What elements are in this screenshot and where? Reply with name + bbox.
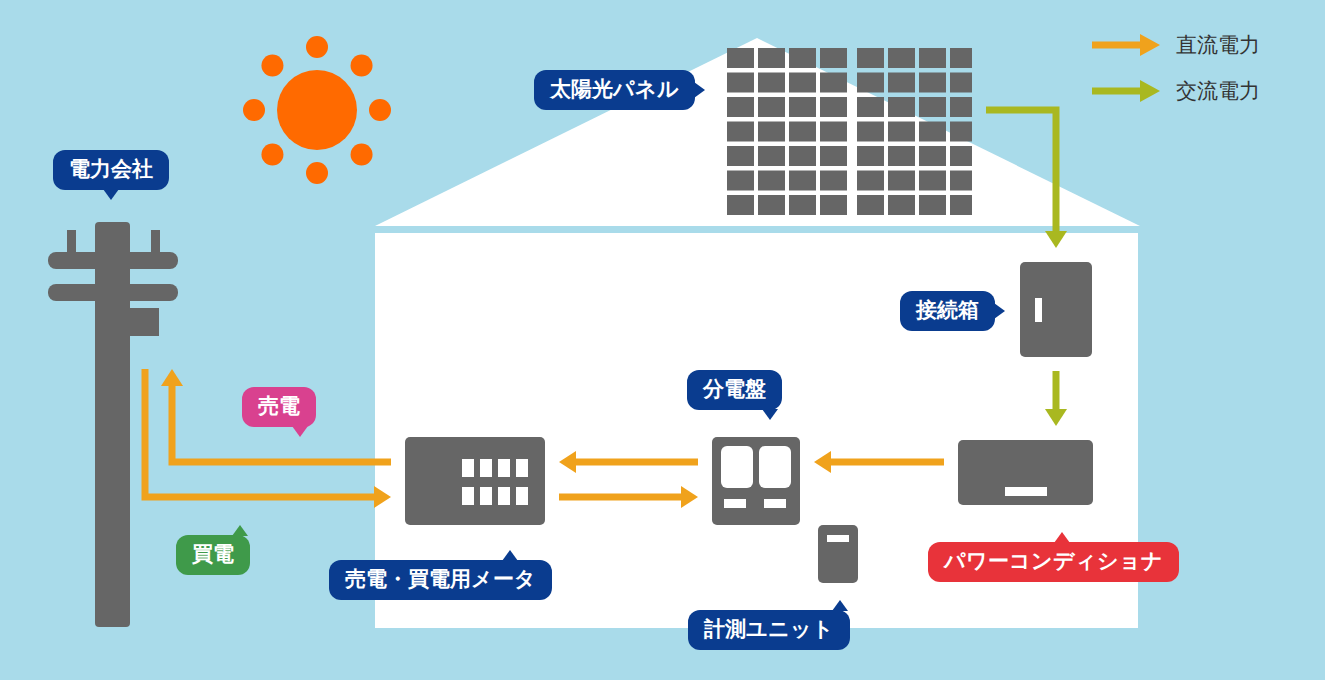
callout-pointer (1054, 532, 1070, 543)
callout-pointer (694, 82, 705, 98)
solar-panel: 太陽光パネル (727, 48, 972, 218)
arrow-head (374, 486, 391, 508)
power-flow-arrow (814, 451, 944, 473)
arrow-line (145, 369, 376, 497)
legend: 直流電力交流電力 (1090, 22, 1260, 114)
distribution-board: 分電盤 (712, 437, 800, 525)
callout-pointer (502, 550, 518, 561)
arrow-line (829, 459, 944, 466)
junction-box: 接続箱 (1020, 262, 1092, 357)
power-flow-arrow (161, 369, 391, 462)
edge-label-text: 買電 (192, 542, 234, 566)
legend-swatch (1090, 32, 1162, 58)
legend-row: 直流電力 (1090, 22, 1260, 68)
measurement-unit-icon (818, 525, 858, 583)
arrow-head (814, 451, 831, 473)
callout-label: 計測ユニット (688, 610, 850, 649)
power-flow-arrow (986, 110, 1067, 248)
callout-pointer (762, 409, 778, 420)
label-text: パワーコンディショナ (944, 549, 1163, 573)
callout-label: 電力会社 (53, 150, 169, 189)
legend-text: 直流電力 (1176, 31, 1260, 59)
arrow-head (681, 486, 698, 508)
utility-pole-icon (45, 222, 180, 627)
edge-label-text: 売電 (258, 394, 300, 418)
label-text: 売電・買電用メータ (345, 567, 536, 591)
arrow-line (1053, 371, 1060, 411)
label-text: 分電盤 (703, 377, 766, 401)
house-roof (375, 38, 1140, 226)
label-text: 接続箱 (916, 298, 979, 322)
legend-swatch (1090, 78, 1162, 104)
edge-label: 買電 (176, 535, 250, 574)
arrow-head (559, 451, 576, 473)
edge-label: 売電 (242, 387, 316, 426)
arrow-head (161, 369, 183, 386)
solar-panel-icon (727, 48, 972, 218)
callout-label: 売電・買電用メータ (329, 560, 552, 599)
label-text: 電力会社 (69, 157, 153, 181)
power-conditioner: パワーコンディショナ (958, 440, 1093, 505)
utility-pole: 電力会社 (45, 222, 180, 627)
arrow-head (1045, 409, 1067, 426)
label-text: 太陽光パネル (550, 77, 679, 101)
sun (243, 36, 391, 184)
legend-text: 交流電力 (1176, 77, 1260, 105)
arrow-line (986, 110, 1056, 233)
power-flow-arrow (145, 369, 391, 508)
power-conditioner-icon (958, 440, 1093, 505)
callout-pointer (832, 600, 848, 611)
arrow-head (1045, 231, 1067, 248)
measurement-unit: 計測ユニット (818, 525, 858, 583)
callout-label: 分電盤 (687, 370, 782, 409)
arrow-line (574, 459, 698, 466)
meter-icon (405, 437, 545, 525)
junction-box-icon (1020, 262, 1092, 357)
callout-pointer (103, 189, 119, 200)
callout-label: 接続箱 (900, 291, 995, 330)
callout-pointer (292, 426, 308, 437)
power-flow-arrow (559, 451, 698, 473)
arrow-line (559, 494, 683, 501)
distribution-board-icon (712, 437, 800, 525)
callout-pointer (232, 525, 248, 536)
arrow-line (172, 384, 391, 462)
label-text: 計測ユニット (704, 617, 834, 641)
power-flow-arrow (1045, 371, 1067, 426)
power-flow-arrow (559, 486, 698, 508)
callout-pointer (994, 303, 1005, 319)
meter: 売電・買電用メータ (405, 437, 545, 525)
callout-label: パワーコンディショナ (928, 542, 1179, 581)
legend-row: 交流電力 (1090, 68, 1260, 114)
callout-label: 太陽光パネル (534, 70, 695, 109)
